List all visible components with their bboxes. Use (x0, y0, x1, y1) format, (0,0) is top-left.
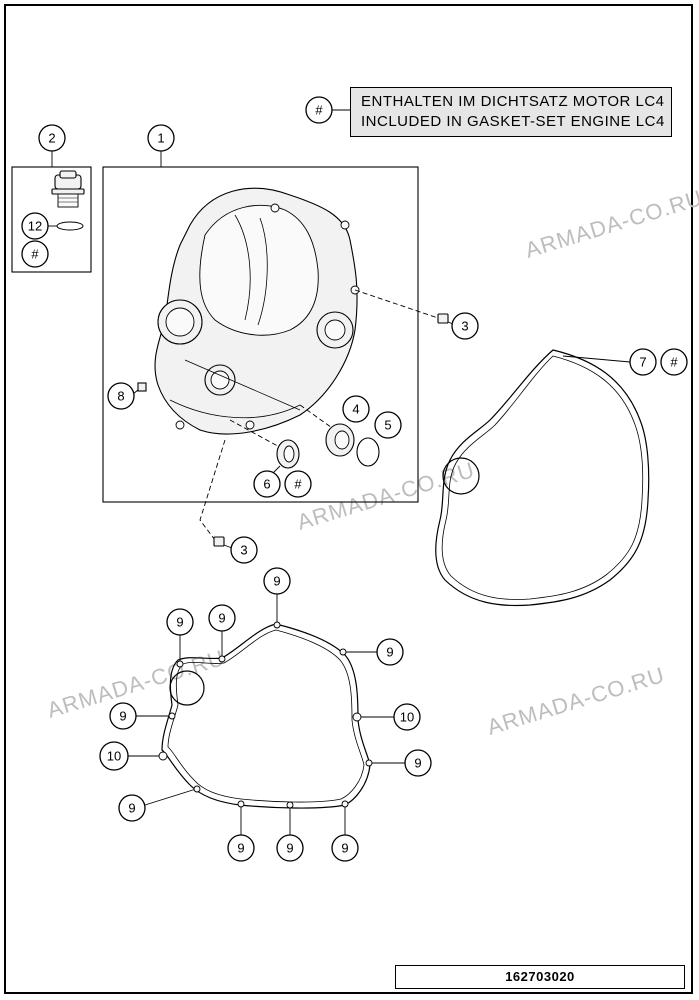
bolt-9-upper-mid-label: 9 (218, 611, 225, 626)
callout-7-label: 7 (639, 355, 646, 370)
bolt-9-bottom-mid-label: 9 (286, 841, 293, 856)
watermark-4: ARMADA-CO.RU (484, 662, 668, 740)
callout-12-label: 12 (28, 219, 42, 234)
circlip-icon (356, 437, 380, 467)
legend-box: ENTHALTEN IM DICHTSATZ MOTOR LC4 INCLUDE… (350, 87, 672, 137)
watermark-3: ARMADA-CO.RU (44, 645, 228, 723)
shaft-seal-icon (325, 423, 355, 457)
small-plug-icon (137, 382, 147, 392)
bolt-10-left-label: 10 (107, 749, 121, 764)
callout-5-label: 5 (384, 418, 391, 433)
watermark-1: ARMADA-CO.RU (522, 185, 699, 263)
oil-plug-group: 2 12 # (11, 124, 92, 273)
callout-8-label: 8 (117, 389, 124, 404)
watermark-2: ARMADA-CO.RU (294, 457, 478, 535)
bolt-10-right-label: 10 (400, 710, 414, 725)
callout-4-label: 4 (352, 402, 359, 417)
bolt-9-bottom-left-label: 9 (237, 841, 244, 856)
bolt-lower-icon (213, 536, 225, 547)
callout-1-label: 1 (157, 131, 164, 146)
o-ring-icon (56, 221, 84, 231)
callout-3-upper-label: 3 (461, 319, 468, 334)
bolt-9-right-bottom-label: 9 (414, 756, 421, 771)
watermarks: ARMADA-CO.RU ARMADA-CO.RU ARMADA-CO.RU A… (44, 185, 699, 740)
legend-line-en: INCLUDED IN GASKET-SET ENGINE LC4 (361, 113, 665, 130)
diagram-frame (4, 4, 693, 994)
bolt-pattern-outline-icon (161, 623, 371, 809)
oil-filler-plug-icon (51, 170, 85, 208)
cover-gasket-group: 7 # (435, 348, 688, 607)
clutch-cover-icon (154, 187, 360, 435)
callout-2-label: 2 (48, 131, 55, 146)
callout-6-hash-label: # (294, 477, 302, 492)
bolt-9-left-mid-label: 9 (119, 709, 126, 724)
bolt-9-top-label: 9 (273, 574, 280, 589)
clutch-cover-group: 1 (102, 124, 479, 564)
callout-7-hash-label: # (670, 355, 678, 370)
bolt-9-bottom-right-label: 9 (341, 841, 348, 856)
bolt-9-left-top-label: 9 (176, 615, 183, 630)
bolt-9-left-bottom-label: 9 (128, 801, 135, 816)
oil-seal-icon (276, 439, 300, 469)
legend-callout: # (305, 96, 350, 124)
bolt-9-right-top-label: 9 (386, 645, 393, 660)
bolt-pattern-group: 9 9 9 9 9 10 10 9 9 (99, 567, 432, 862)
callout-6-label: 6 (263, 477, 270, 492)
cover-gasket-icon (435, 349, 650, 607)
bolt-upper-icon (437, 313, 449, 324)
legend-line-de: ENTHALTEN IM DICHTSATZ MOTOR LC4 (361, 93, 665, 110)
callout-3-lower-label: 3 (240, 543, 247, 558)
callout-12-hash-label: # (31, 247, 39, 262)
legend-hash-label: # (315, 103, 323, 118)
document-number: 162703020 (395, 965, 685, 989)
